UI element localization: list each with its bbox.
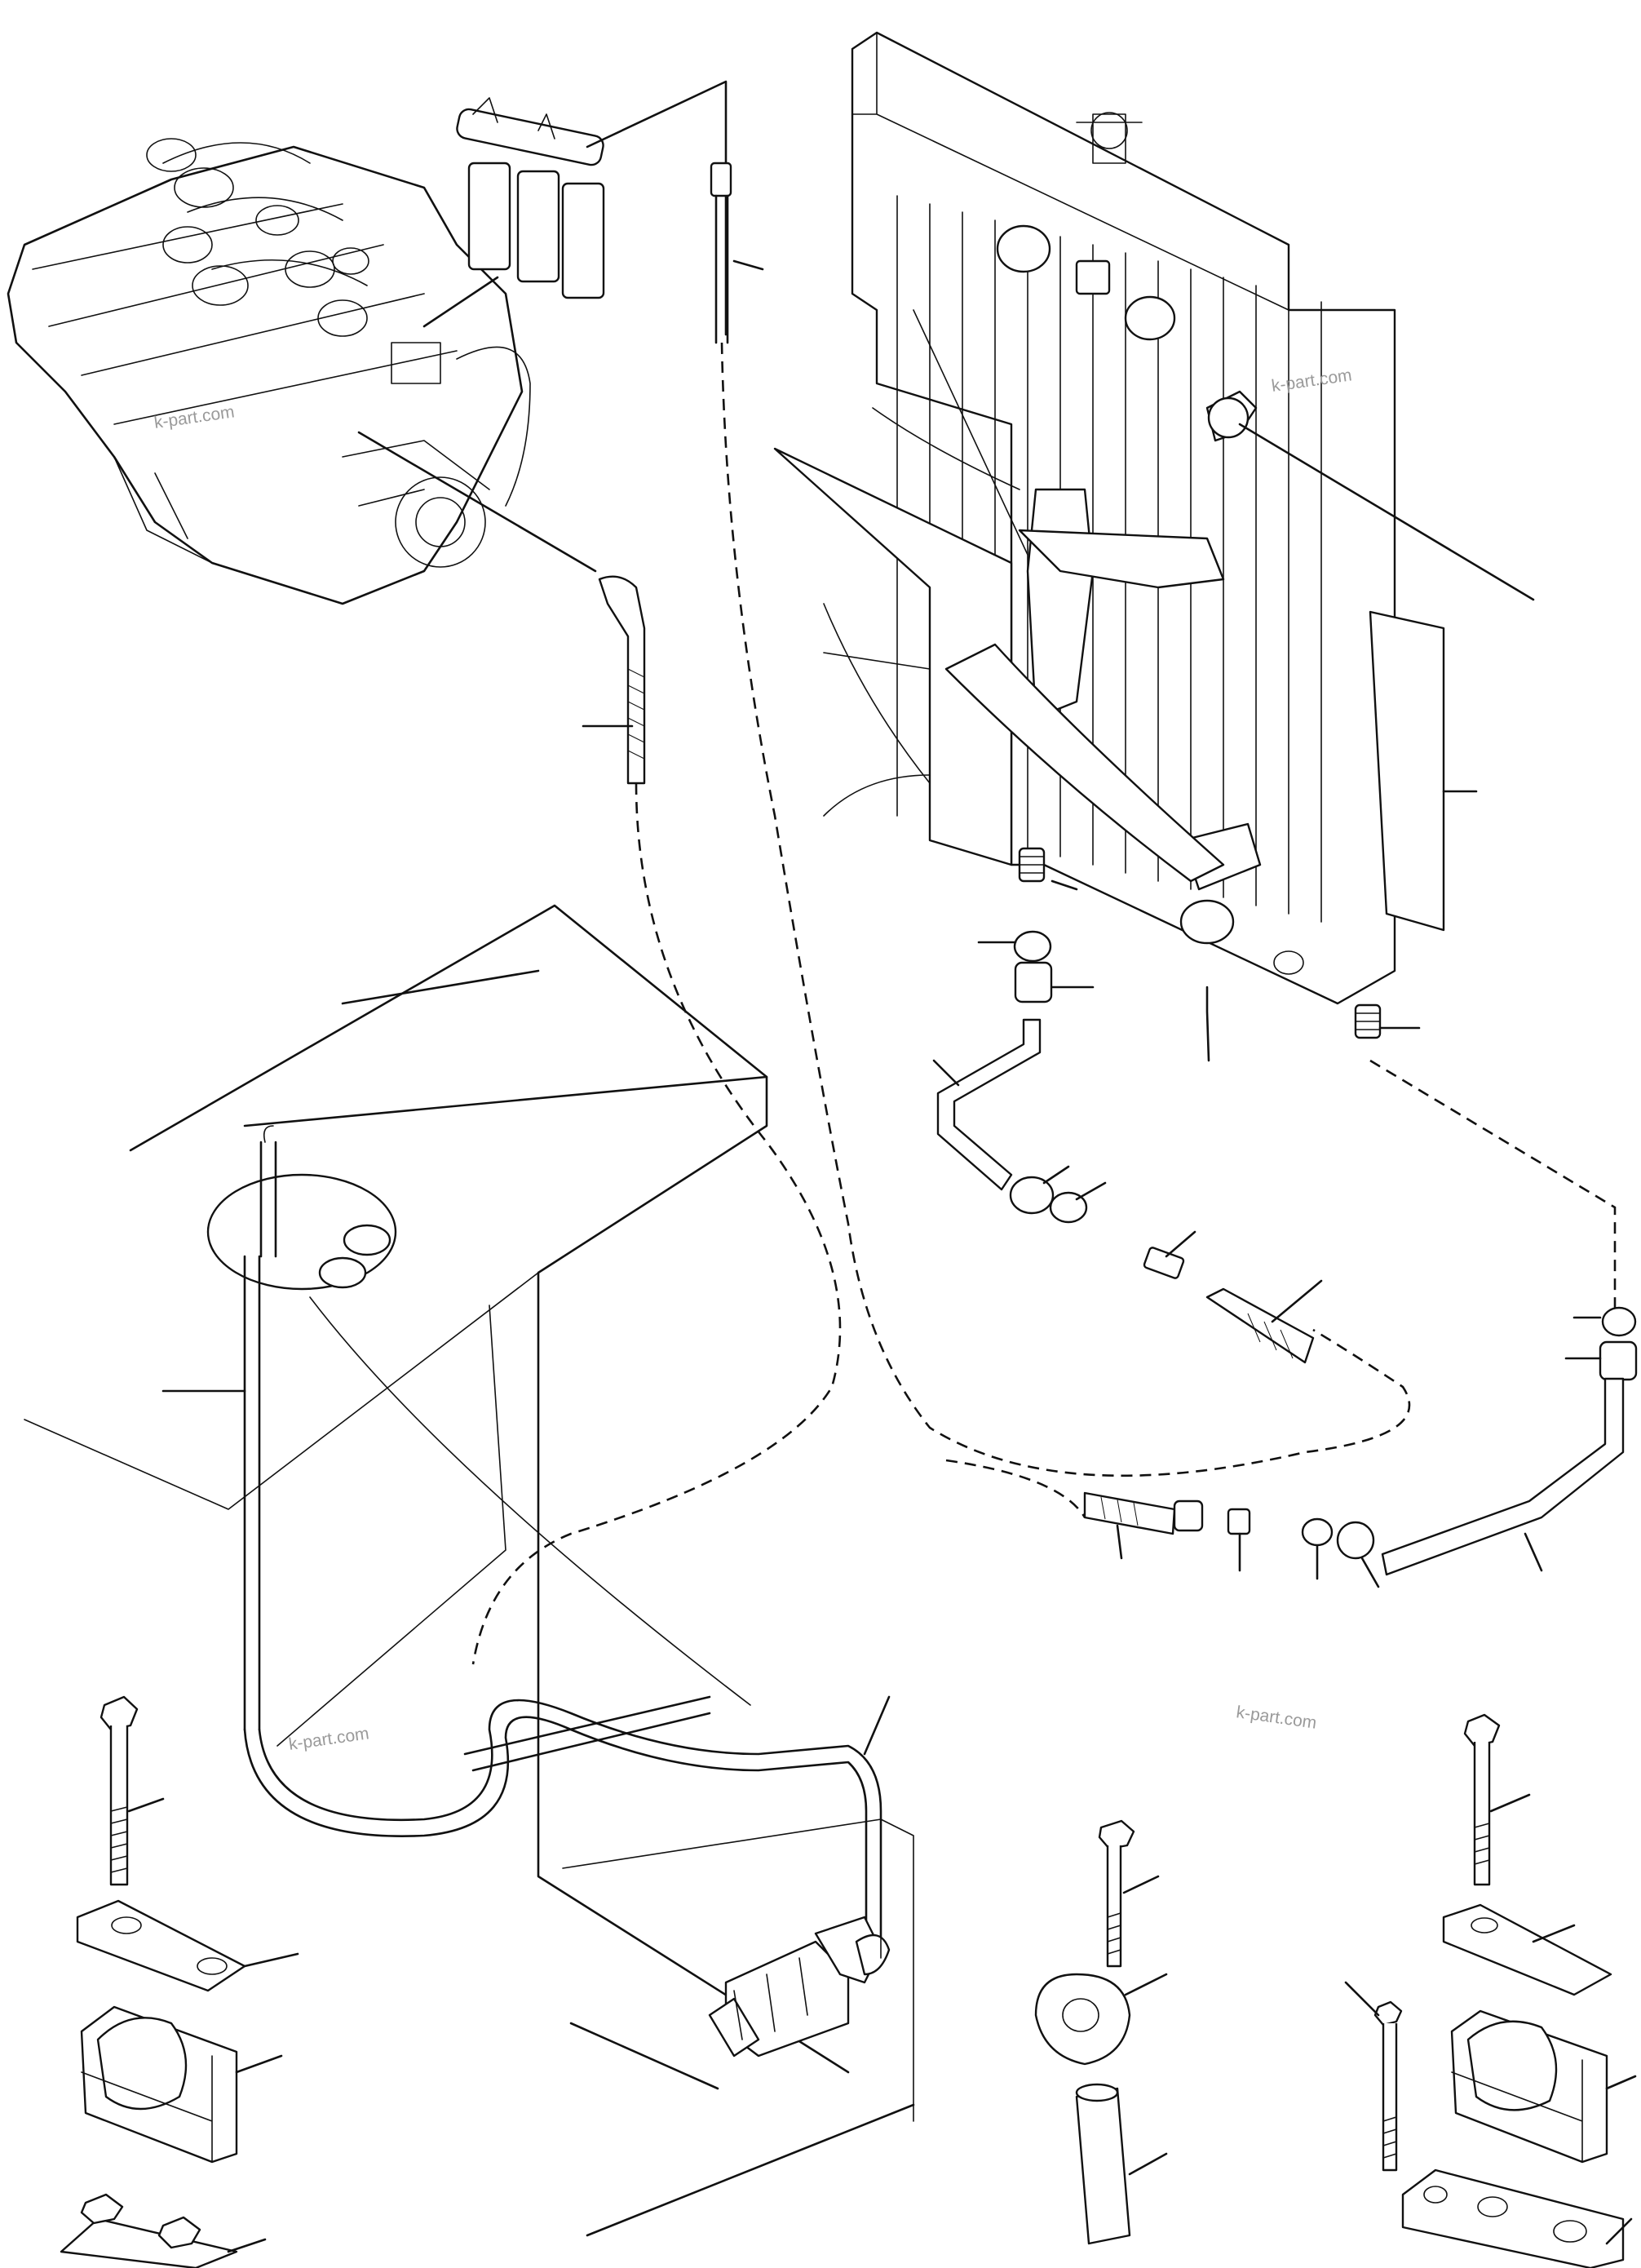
filter-assembly [422, 80, 728, 336]
engine-assembly [7, 138, 531, 605]
clamp-small-center [1034, 1819, 1168, 2245]
radiator-fittings-left [977, 847, 1095, 1003]
watermark-3: k-part.com [287, 1724, 369, 1754]
pressure-sensor [562, 1818, 915, 2237]
drain-plug [1205, 390, 1535, 601]
radiator-fittings-right [1354, 1003, 1638, 1576]
clamp-set-right [1344, 1713, 1637, 2268]
hose-fitting-top [710, 162, 764, 344]
fittings-chain-lower [1083, 986, 1380, 1588]
fuel-tank [24, 904, 850, 2074]
clamp-set-left [60, 1695, 299, 2268]
hose-route-2 [471, 782, 842, 1665]
fan-shroud [773, 309, 1225, 883]
pipe-bend-1 [932, 1018, 1107, 1224]
sensor-hose [243, 1695, 891, 1943]
elbow-hose [582, 575, 646, 785]
hose-route-4 [945, 1459, 1086, 1518]
watermark-4: k-part.com [1235, 1703, 1317, 1733]
fittings-chain-middle [1143, 1230, 1323, 1364]
hose-route-3 [1369, 1059, 1617, 1313]
hose-route-1 [720, 342, 1411, 1477]
